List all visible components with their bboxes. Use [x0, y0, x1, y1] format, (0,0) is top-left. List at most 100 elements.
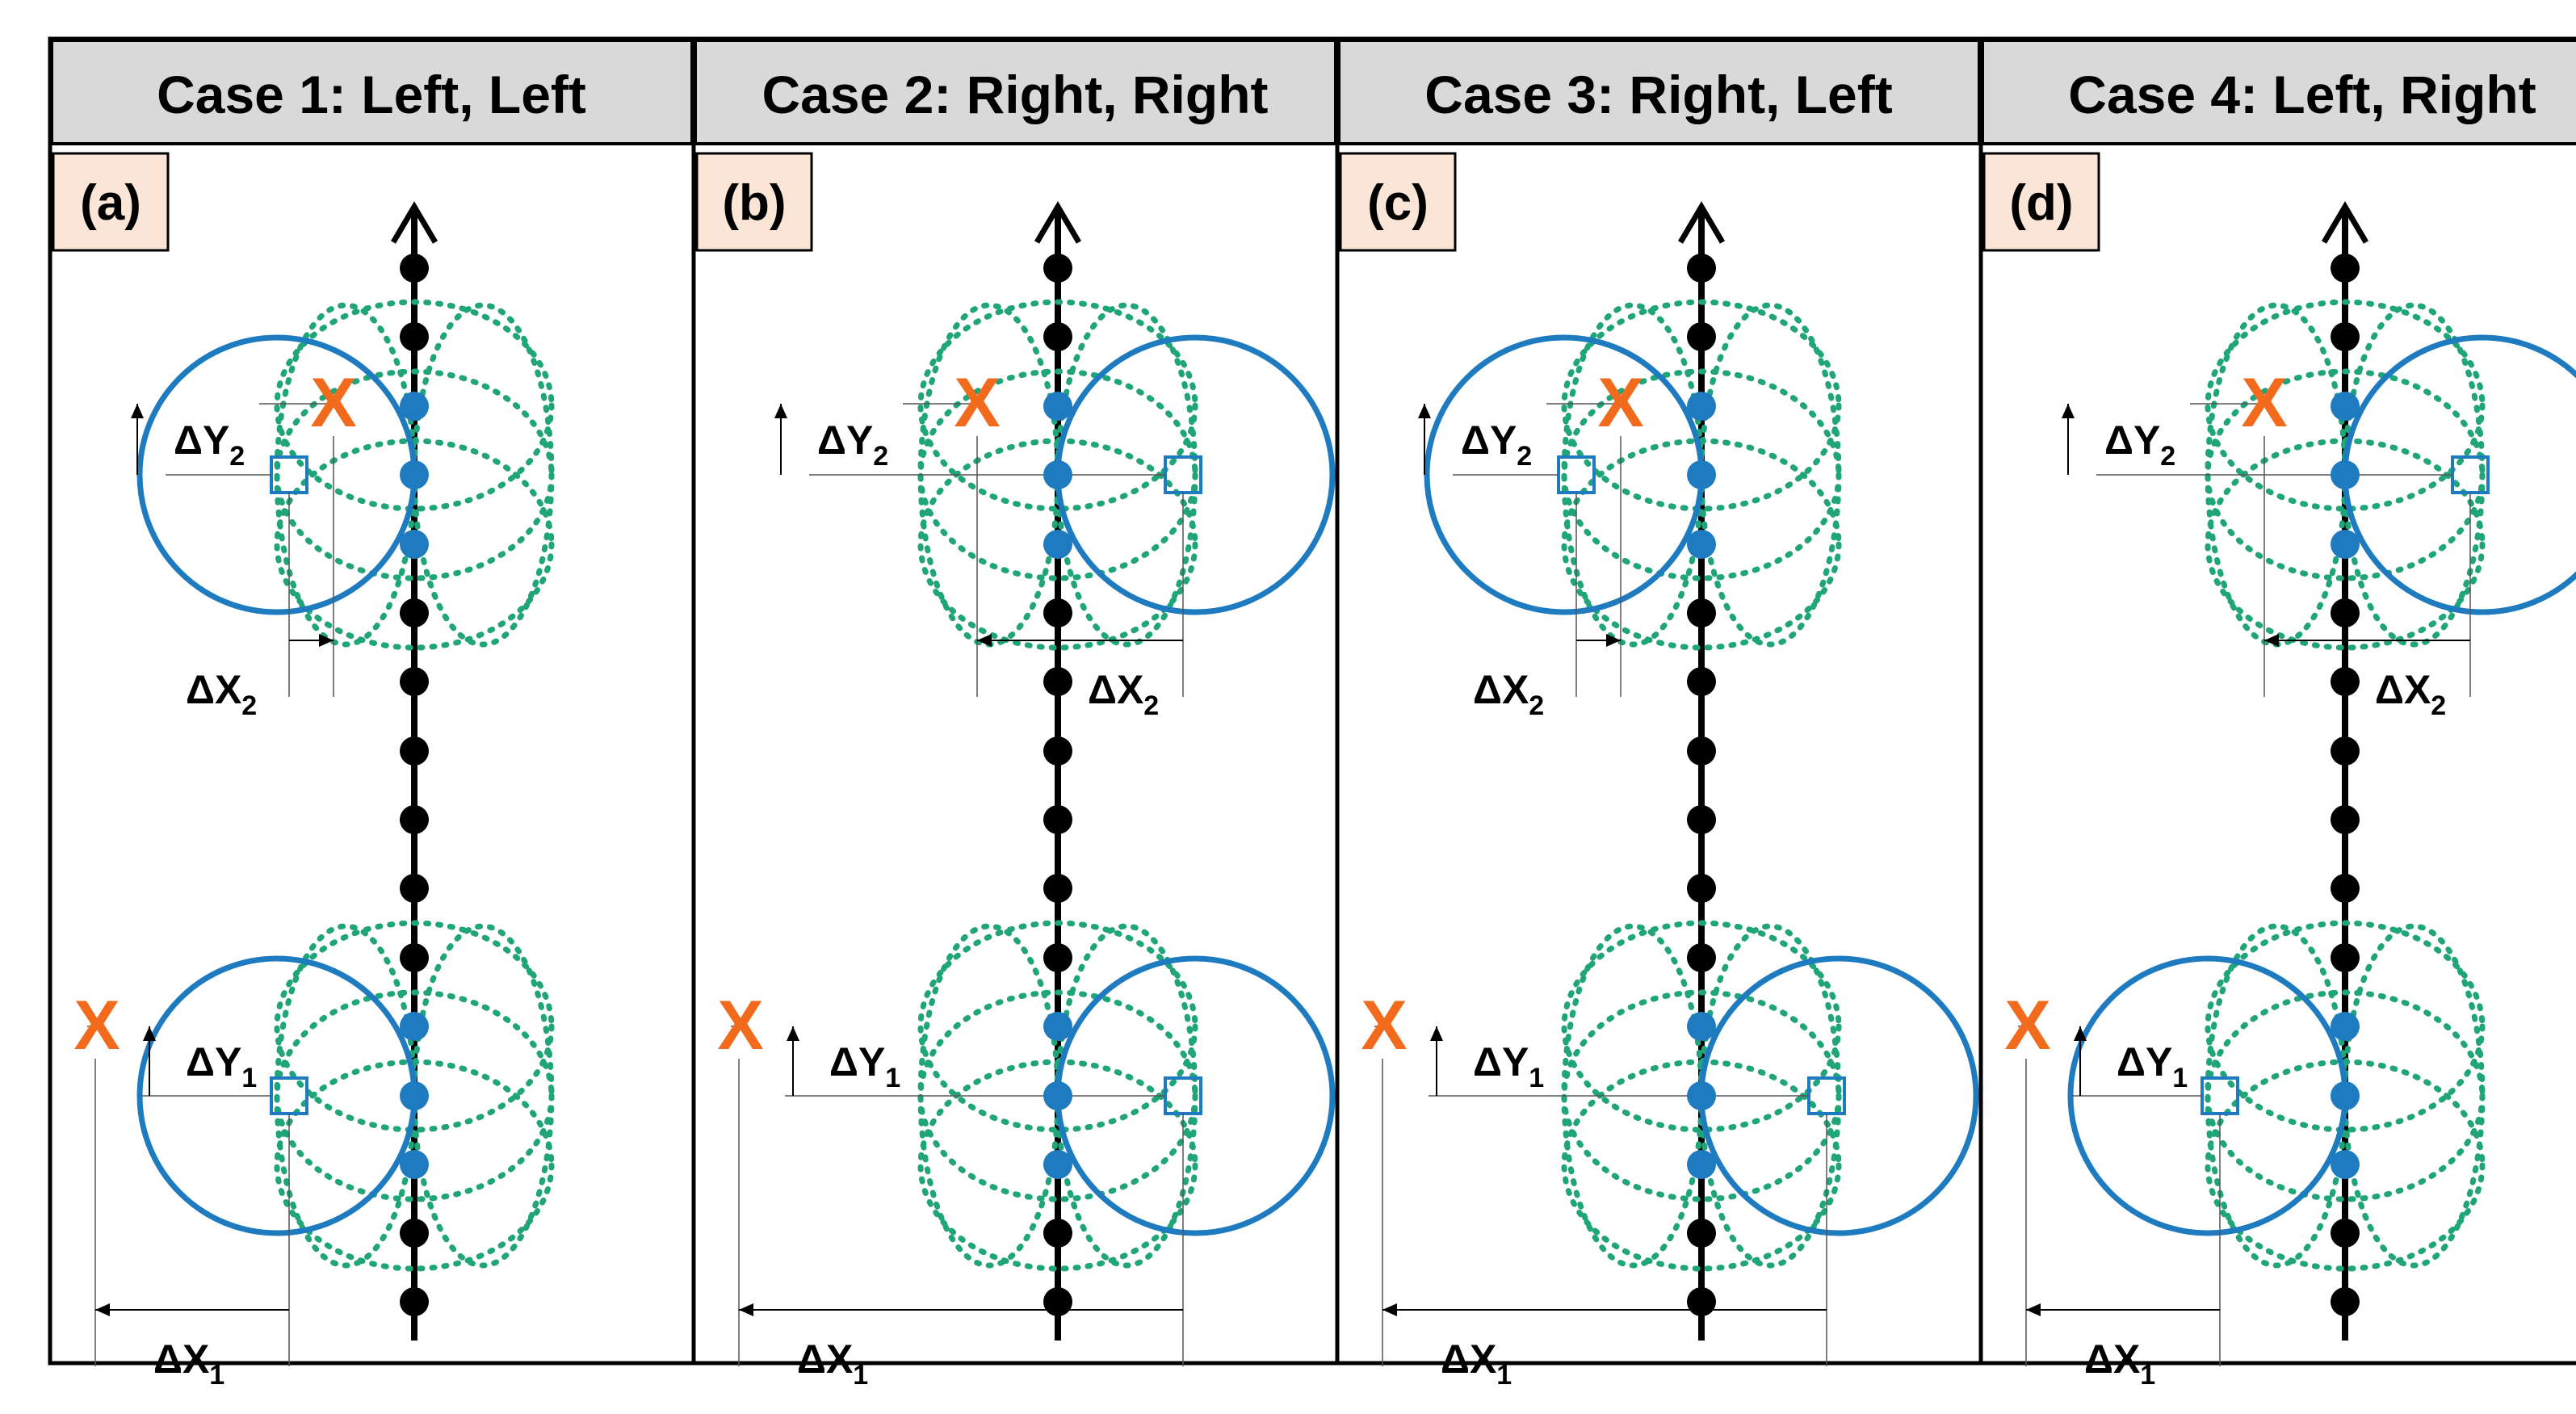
delta-letter: Y — [203, 417, 229, 463]
green-dotted-ellipse — [1561, 920, 1842, 1133]
panel-tag: (a) — [80, 175, 141, 231]
delta-letter: X — [1117, 667, 1143, 712]
blue-anchor-dot — [2331, 530, 2360, 559]
blue-anchor-dot — [400, 460, 429, 489]
orange-x-mark: X — [954, 364, 1000, 442]
green-dotted-ellipse — [274, 920, 555, 1133]
delta-x-label: ΔX2 — [186, 667, 257, 721]
axis-dot — [400, 598, 429, 627]
delta-letter: X — [1470, 1336, 1496, 1382]
delta-letter: X — [215, 667, 241, 712]
delta-symbol: Δ — [1088, 667, 1117, 712]
dx-arrow-head — [739, 1303, 753, 1316]
axis-arrowhead — [1034, 201, 1082, 244]
delta-y-label: ΔY1 — [2117, 1039, 2188, 1093]
delta-y-label: ΔY2 — [817, 417, 888, 472]
delta-subscript: 2 — [1143, 690, 1159, 721]
axis-dot — [1043, 322, 1072, 351]
delta-letter: Y — [1502, 1039, 1529, 1085]
delta-x-label: ΔX2 — [1088, 667, 1159, 721]
delta-x-label: ΔX1 — [153, 1336, 224, 1391]
axis-dot — [1043, 1287, 1072, 1316]
orange-x-mark: X — [310, 364, 356, 442]
axis-dot — [1043, 943, 1072, 972]
panel-header: Case 4: Left, Right — [2068, 65, 2536, 124]
delta-symbol: Δ — [2117, 1039, 2146, 1085]
orange-x-mark: X — [717, 987, 763, 1064]
axis-dot — [400, 874, 429, 903]
delta-subscript: 1 — [853, 1360, 868, 1391]
delta-symbol: Δ — [1461, 417, 1490, 463]
orange-x-mark: X — [2241, 364, 2287, 442]
blue-anchor-dot — [1687, 1081, 1716, 1110]
delta-letter: Y — [2133, 417, 2160, 463]
green-dotted-ellipse — [1698, 302, 1842, 648]
axis-dot — [2331, 667, 2360, 696]
delta-symbol: Δ — [817, 417, 846, 463]
blue-anchor-dot — [1687, 460, 1716, 489]
orange-x-mark: X — [1597, 364, 1643, 442]
delta-x-label: ΔX2 — [1473, 667, 1544, 721]
axis-dot — [400, 943, 429, 972]
green-dotted-ellipse — [2205, 920, 2486, 1133]
delta-symbol: Δ — [2084, 1336, 2113, 1382]
dx-arrow-head — [2026, 1303, 2041, 1316]
blue-anchor-dot — [1687, 530, 1716, 559]
delta-symbol: Δ — [1441, 1336, 1470, 1382]
delta-letter: Y — [846, 417, 873, 463]
delta-subscript: 2 — [2431, 690, 2446, 721]
delta-letter: X — [1502, 667, 1529, 712]
delta-x-label: ΔX1 — [1441, 1336, 1512, 1391]
delta-letter: X — [183, 1336, 209, 1382]
green-dotted-ellipse — [2342, 923, 2486, 1269]
panel-header: Case 1: Left, Left — [157, 65, 586, 124]
dy-arrow-head — [1430, 1026, 1443, 1041]
green-dotted-ellipse — [411, 923, 555, 1269]
axis-dot — [1687, 667, 1716, 696]
blue-anchor-dot — [1043, 530, 1072, 559]
blue-anchor-dot — [1687, 392, 1716, 421]
green-dotted-ellipse — [411, 302, 555, 648]
green-dotted-ellipse — [1561, 299, 1842, 512]
delta-symbol: Δ — [186, 1039, 215, 1085]
blue-anchor-dot — [400, 1012, 429, 1041]
axis-dot — [2331, 874, 2360, 903]
axis-dot — [400, 322, 429, 351]
delta-subscript: 1 — [1496, 1360, 1512, 1391]
axis-dot — [1043, 736, 1072, 766]
orange-x-mark: X — [73, 987, 120, 1064]
blue-anchor-dot — [1043, 1150, 1072, 1179]
axis-dot — [400, 736, 429, 766]
panel-tag-bg — [1339, 152, 1457, 252]
blue-anchor-dot — [400, 530, 429, 559]
panel-tag-bg — [52, 152, 170, 252]
axis-dot — [1687, 598, 1716, 627]
axis-arrowhead — [1677, 201, 1726, 244]
delta-symbol: Δ — [153, 1336, 183, 1382]
blue-anchor-dot — [1687, 1012, 1716, 1041]
dx-arrow-head — [2264, 634, 2279, 647]
delta-subscript: 1 — [1529, 1063, 1544, 1093]
delta-subscript: 1 — [209, 1360, 224, 1391]
blue-anchor-dot — [2331, 1150, 2360, 1179]
axis-dot — [1687, 1287, 1716, 1316]
axis-dot — [400, 1219, 429, 1248]
delta-subscript: 1 — [2172, 1063, 2188, 1093]
delta-y-label: ΔY2 — [2104, 417, 2175, 472]
axis-dot — [1043, 805, 1072, 834]
orange-x-mark: X — [2004, 987, 2050, 1064]
blue-anchor-dot — [1043, 1012, 1072, 1041]
green-dotted-ellipse — [917, 920, 1198, 1133]
delta-y-label: ΔY2 — [1461, 417, 1532, 472]
delta-symbol: Δ — [2375, 667, 2404, 712]
dy-arrow-head — [787, 1026, 799, 1041]
delta-symbol: Δ — [174, 417, 203, 463]
delta-subscript: 2 — [1517, 441, 1532, 472]
delta-letter: Y — [2146, 1039, 2172, 1085]
